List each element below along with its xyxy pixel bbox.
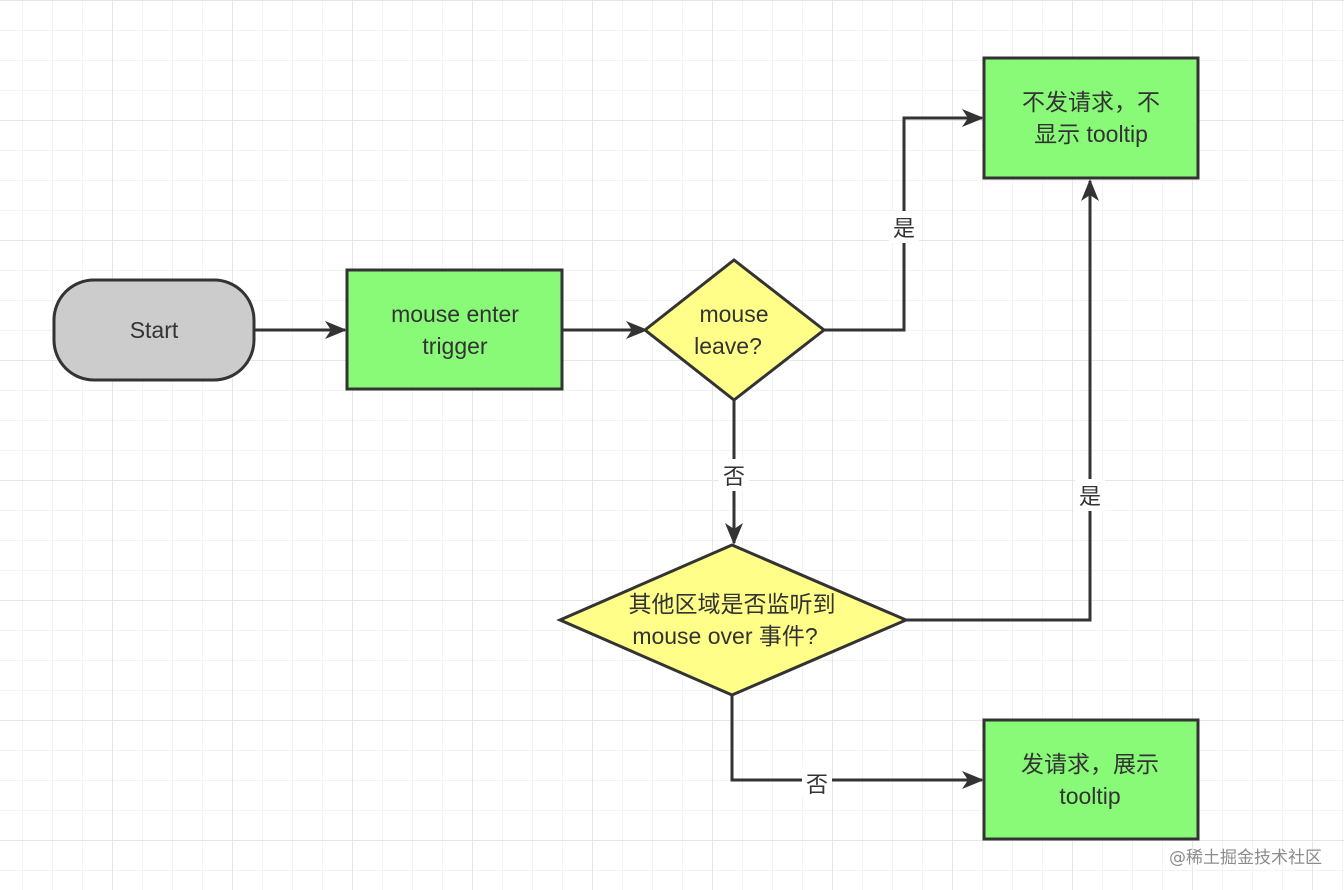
svg-text:否: 否 <box>723 465 745 490</box>
svg-text:Start: Start <box>130 317 179 343</box>
edge-label-leave-no: 否 <box>719 459 749 491</box>
svg-text:trigger: trigger <box>422 333 488 359</box>
svg-text:leave?: leave? <box>694 333 762 359</box>
watermark: @稀土掘金技术社区 <box>1169 848 1322 868</box>
other-area-decision: 其他区域是否监听到 mouse over 事件? <box>556 543 910 697</box>
start-node: Start <box>52 278 256 382</box>
svg-text:mouse: mouse <box>699 301 768 327</box>
svg-text:是: 是 <box>1079 485 1101 510</box>
edge-other-yes <box>906 179 1099 622</box>
mouse-leave-decision: mouse leave? <box>642 258 827 402</box>
svg-text:发请求，展示: 发请求，展示 <box>1021 751 1159 777</box>
edge-label-other-no: 否 <box>802 767 832 798</box>
mouse-enter-trigger-node: mouse enter trigger <box>345 268 564 391</box>
svg-text:不发请求，不: 不发请求，不 <box>1022 89 1160 115</box>
svg-text:显示 tooltip: 显示 tooltip <box>1034 121 1148 147</box>
no-request-node: 不发请求，不 显示 tooltip <box>982 56 1200 180</box>
svg-text:mouse over 事件?: mouse over 事件? <box>632 623 817 649</box>
svg-text:否: 否 <box>806 773 828 798</box>
edge-other-no <box>730 695 984 789</box>
svg-text:其他区域是否监听到: 其他区域是否监听到 <box>629 591 836 617</box>
edge-label-leave-yes: 是 <box>889 211 919 243</box>
svg-text:是: 是 <box>893 217 915 242</box>
svg-text:mouse enter: mouse enter <box>391 301 519 327</box>
show-tooltip-node: 发请求，展示 tooltip <box>982 718 1200 841</box>
svg-text:tooltip: tooltip <box>1059 783 1120 809</box>
edge-label-other-yes: 是 <box>1075 479 1105 511</box>
